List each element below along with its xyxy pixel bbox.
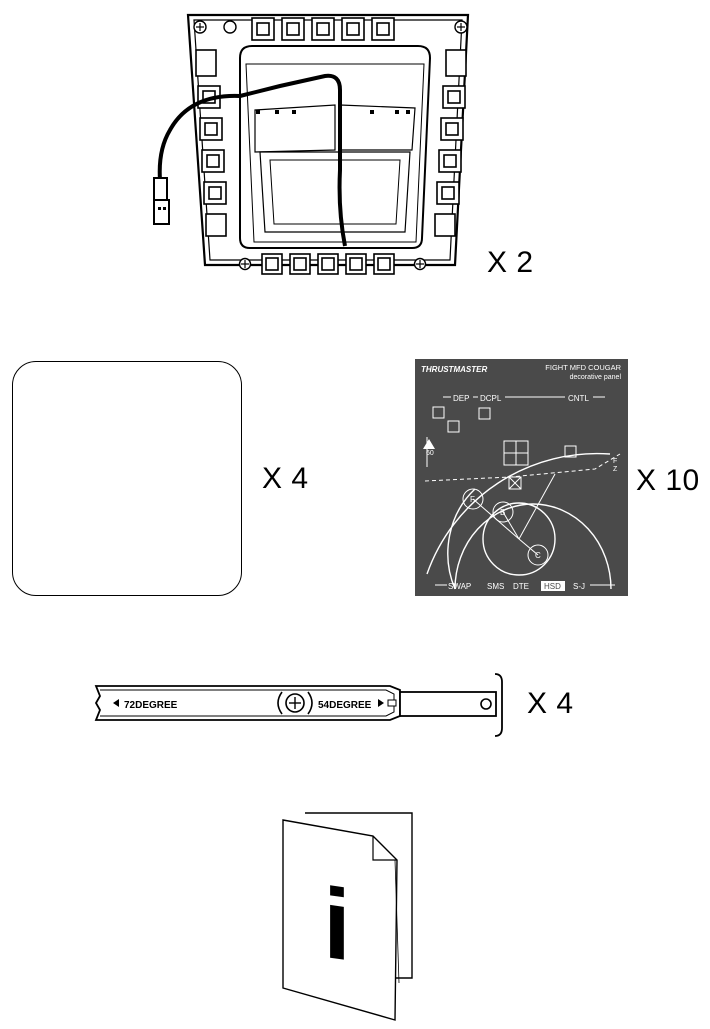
label-swap: SWAP bbox=[448, 582, 471, 591]
manual-illustration: i bbox=[282, 812, 413, 1021]
manual-info-glyph: i bbox=[323, 867, 351, 982]
label-60: 60 bbox=[426, 450, 434, 457]
label-cntl: CNTL bbox=[568, 394, 589, 403]
label-dcpl: DCPL bbox=[480, 394, 502, 403]
protective-film-illustration bbox=[12, 361, 242, 596]
bracket-left-label: 72DEGREE bbox=[124, 700, 178, 711]
marker-c: C bbox=[535, 551, 541, 560]
protective-film-quantity: X 4 bbox=[262, 462, 309, 495]
label-dte: DTE bbox=[513, 582, 529, 591]
svg-text:Z: Z bbox=[613, 466, 618, 473]
label-hsd: HSD bbox=[544, 582, 561, 591]
label-sms: SMS bbox=[487, 582, 504, 591]
decorative-panel-quantity: X 10 bbox=[636, 464, 700, 497]
mfd-panel-illustration bbox=[153, 13, 470, 275]
panel-brand: THRUSTMASTER bbox=[421, 365, 487, 374]
mfd-panel-quantity: X 2 bbox=[487, 246, 534, 279]
mounting-bracket-illustration: 72DEGREE 54DEGREE bbox=[94, 673, 503, 737]
decorative-panel-illustration: THRUSTMASTER FIGHT MFD COUGAR decorative… bbox=[415, 359, 628, 596]
label-dep: DEP bbox=[453, 394, 469, 403]
marker-b: B bbox=[500, 508, 505, 517]
marker-f: F bbox=[470, 495, 475, 504]
bracket-right-label: 54DEGREE bbox=[318, 700, 372, 711]
panel-title-1: FIGHT MFD COUGAR bbox=[545, 363, 621, 372]
mounting-bracket-quantity: X 4 bbox=[527, 687, 574, 720]
label-fz: F bbox=[613, 458, 617, 465]
panel-title-2: decorative panel bbox=[570, 374, 622, 381]
label-sj: S-J bbox=[573, 582, 585, 591]
